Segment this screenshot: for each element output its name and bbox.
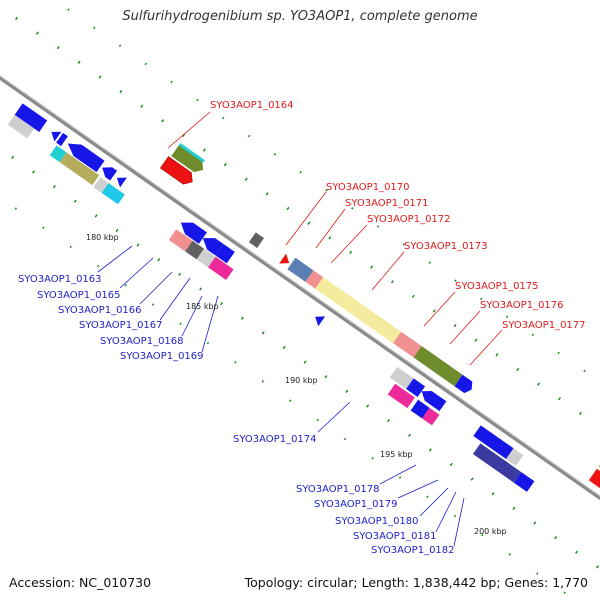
gene-reverse xyxy=(315,316,326,327)
gene-forward xyxy=(178,143,205,163)
outer-tick-row xyxy=(0,2,600,487)
gene-reverse xyxy=(7,114,35,139)
gene-reverse xyxy=(49,145,67,163)
topology-label: Topology: circular; Length: 1,838,442 bp… xyxy=(244,575,588,590)
gene-reverse xyxy=(215,243,235,264)
gene-reverse xyxy=(93,177,109,193)
gene-forward xyxy=(413,346,463,387)
gene-label[interactable]: SYO3AOP1_0168 xyxy=(100,336,184,347)
gene-forward xyxy=(171,144,204,173)
gene-forward xyxy=(588,468,600,492)
gene-label[interactable]: SYO3AOP1_0167 xyxy=(79,320,163,331)
accession-label: Accession: NC_010730 xyxy=(9,575,152,590)
gene-label[interactable]: SYO3AOP1_0176 xyxy=(480,300,564,311)
kbp-tick-label: 180 kbp xyxy=(86,233,119,242)
gene-label[interactable]: SYO3AOP1_0172 xyxy=(367,214,451,225)
map-title: Sulfurihydrogenibium sp. YO3AOP1, comple… xyxy=(122,9,478,24)
gene-reverse xyxy=(67,143,105,173)
gene-reverse xyxy=(102,167,118,181)
gene-reverse xyxy=(51,131,62,142)
gene-label[interactable]: SYO3AOP1_0179 xyxy=(314,499,398,510)
gene-forward xyxy=(160,156,193,185)
gene-forward xyxy=(454,374,473,394)
gene-label[interactable]: SYO3AOP1_0166 xyxy=(58,305,142,316)
gene-label[interactable]: SYO3AOP1_0169 xyxy=(120,351,204,362)
gene-forward xyxy=(305,270,324,289)
gene-reverse xyxy=(410,399,430,419)
gene-reverse xyxy=(473,425,514,459)
gene-label[interactable]: SYO3AOP1_0164 xyxy=(210,100,294,111)
gene-reverse xyxy=(168,229,193,252)
gene-reverse xyxy=(196,248,216,268)
gene-label[interactable]: SYO3AOP1_0175 xyxy=(455,281,539,292)
gene-reverse xyxy=(421,390,447,412)
gene-forward xyxy=(315,277,402,344)
gene-reverse xyxy=(185,240,205,260)
blue-gene-labels: SYO3AOP1_0163 SYO3AOP1_0165 SYO3AOP1_016… xyxy=(18,274,455,556)
gene-reverse xyxy=(472,443,522,483)
gene-reverse xyxy=(422,407,440,426)
kbp-tick-label: 195 kbp xyxy=(380,450,413,459)
gene-reverse xyxy=(389,366,414,389)
gene-label[interactable]: SYO3AOP1_0170 xyxy=(326,182,410,193)
gene-reverse xyxy=(506,448,524,466)
gene-forward xyxy=(279,253,290,264)
kbp-tick-label: 200 kbp xyxy=(474,527,507,536)
gene-forward xyxy=(248,232,264,248)
gene-reverse xyxy=(180,222,207,244)
gene-label[interactable]: SYO3AOP1_0163 xyxy=(18,274,102,285)
outer-tick-row-2 xyxy=(15,0,600,456)
gene-forward xyxy=(287,257,314,282)
red-gene-labels: SYO3AOP1_0164 SYO3AOP1_0170 SYO3AOP1_017… xyxy=(210,100,586,331)
gene-reverse xyxy=(14,103,48,133)
genome-backbone xyxy=(0,49,600,535)
gene-label[interactable]: SYO3AOP1_0180 xyxy=(335,516,419,527)
gene-reverse xyxy=(406,378,426,398)
red-connectors xyxy=(167,111,503,366)
gene-reverse xyxy=(116,177,127,188)
gene-reverse xyxy=(202,238,224,256)
gene-label[interactable]: SYO3AOP1_0181 xyxy=(353,531,437,542)
gene-reverse xyxy=(513,472,535,492)
genome-backbone-highlight xyxy=(0,49,600,532)
gene-label[interactable]: SYO3AOP1_0178 xyxy=(296,484,380,495)
gene-label[interactable]: SYO3AOP1_0174 xyxy=(233,434,317,445)
blue-connectors xyxy=(97,245,465,547)
kbp-tick-label: 185 kbp xyxy=(186,302,219,311)
gene-label[interactable]: SYO3AOP1_0171 xyxy=(345,198,429,209)
gene-label[interactable]: SYO3AOP1_0173 xyxy=(404,241,488,252)
gene-reverse xyxy=(101,182,125,205)
gene-forward xyxy=(393,331,422,358)
gene-label[interactable]: SYO3AOP1_0165 xyxy=(37,290,121,301)
gene-reverse xyxy=(56,132,68,147)
gene-reverse xyxy=(59,152,100,186)
gene-label[interactable]: SYO3AOP1_0182 xyxy=(371,545,455,556)
gene-label[interactable]: SYO3AOP1_0177 xyxy=(502,320,586,331)
gene-reverse xyxy=(387,383,415,409)
gene-reverse xyxy=(208,256,234,281)
kbp-tick-label: 190 kbp xyxy=(285,376,318,385)
